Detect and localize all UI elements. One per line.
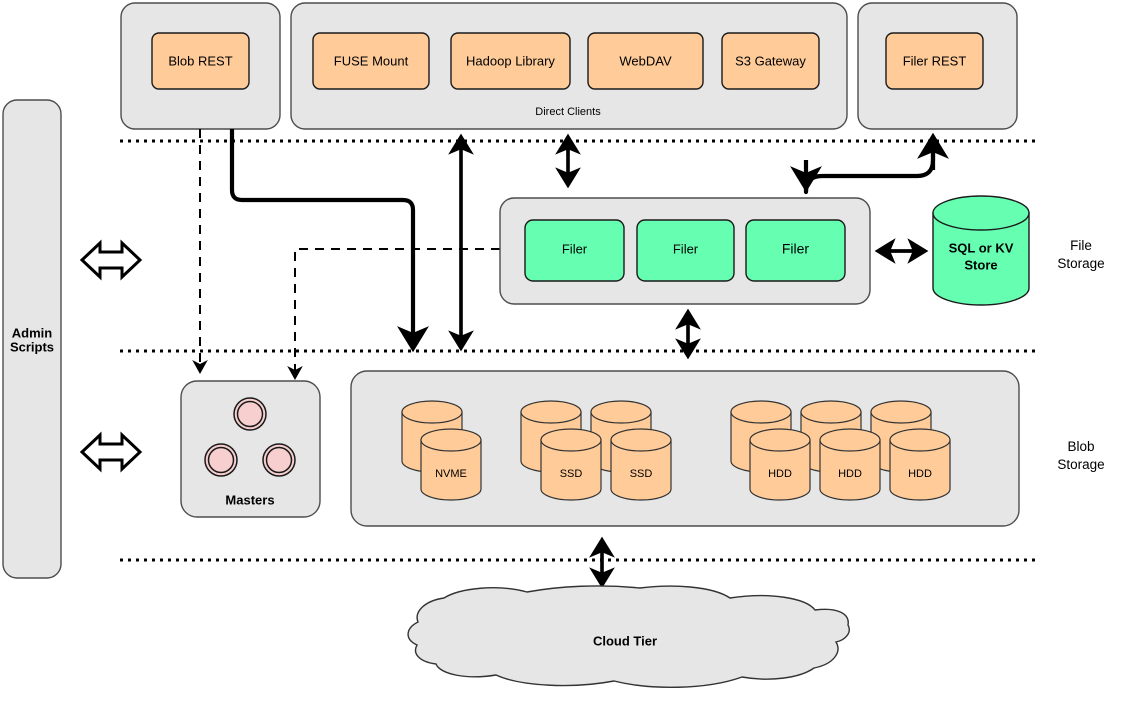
admin-to-filer-arrow [79, 239, 143, 281]
webdav-box[interactable]: WebDAV [587, 32, 704, 90]
filer-node-1[interactable]: Filer [524, 219, 625, 282]
sql-or-kv-store-label-line2: Store [964, 257, 997, 272]
admin-scripts-label-line2: Scripts [10, 339, 54, 354]
blob-rest-group: Blob REST [120, 2, 281, 130]
filer-to-masters-dashed [287, 248, 500, 380]
filer-node-2[interactable]: Filer [636, 219, 735, 282]
blob-storage-label-line2: Storage [1057, 457, 1104, 472]
file-storage-label-line2: Storage [1057, 256, 1104, 271]
master-node-2 [204, 443, 238, 477]
blob-rest-label: Blob REST [168, 53, 232, 68]
master-node-1 [233, 397, 267, 431]
direct-clients-caption: Direct Clients [535, 106, 601, 118]
admin-scripts-label-line1: Admin [12, 325, 53, 340]
filer-cluster-group: Filer Filer Filer [499, 197, 871, 305]
hdd-group[interactable]: HDD HDD HDD [730, 400, 951, 501]
hadoop-library-label: Hadoop Library [466, 53, 555, 68]
nvme-group[interactable]: NVME [401, 400, 482, 501]
hdd-label-2: HDD [838, 468, 862, 480]
masters-label: Masters [225, 492, 274, 507]
sql-or-kv-store[interactable]: SQL or KV Store [932, 195, 1030, 306]
hdd-label-3: HDD [908, 468, 932, 480]
blob-storage-label: Blob Storage [1057, 439, 1104, 472]
ssd-label-2: SSD [630, 468, 653, 480]
master-node-3 [262, 443, 296, 477]
admin-scripts-panel[interactable]: Admin Scripts [2, 99, 62, 579]
hdd-label-1: HDD [768, 468, 792, 480]
fuse-mount-label: FUSE Mount [334, 53, 409, 68]
filer-rest-group: Filer REST [857, 2, 1018, 130]
blob-rest-to-volumes-connector [229, 129, 429, 353]
webdav-label: WebDAV [619, 53, 672, 68]
sql-or-kv-store-label-line1: SQL or KV [949, 240, 1014, 255]
volume-servers-group: NVME SSD SSD [350, 370, 1020, 527]
file-storage-label-line1: File [1070, 238, 1092, 253]
file-storage-label: File Storage [1057, 238, 1104, 271]
filer-rest-elbow-base [803, 137, 936, 195]
direct-clients-group: FUSE Mount Hadoop Library WebDAV S3 Gate… [290, 2, 848, 130]
filer-rest-box[interactable]: Filer REST [885, 32, 984, 90]
filer-node-3[interactable]: Filer [745, 219, 846, 282]
ssd-group[interactable]: SSD SSD [520, 400, 672, 501]
nvme-label: NVME [435, 468, 467, 480]
hadoop-library-box[interactable]: Hadoop Library [450, 32, 571, 90]
fuse-mount-box[interactable]: FUSE Mount [312, 32, 430, 90]
s3-gateway-box[interactable]: S3 Gateway [721, 32, 820, 90]
filer-rest-label: Filer REST [903, 53, 967, 68]
filer-node-3-label: Filer [782, 241, 810, 257]
filer-node-1-label: Filer [562, 241, 588, 256]
ssd-label-1: SSD [560, 468, 583, 480]
s3-gateway-label: S3 Gateway [735, 53, 806, 68]
blob-rest-box[interactable]: Blob REST [151, 32, 250, 90]
admin-to-masters-arrow [79, 431, 143, 473]
cloud-tier[interactable]: Cloud Tier [407, 585, 850, 688]
cloud-tier-label: Cloud Tier [593, 633, 657, 648]
blob-storage-label-line1: Blob [1067, 439, 1094, 454]
masters-group[interactable]: Masters [180, 380, 321, 518]
filer-node-2-label: Filer [673, 241, 699, 256]
